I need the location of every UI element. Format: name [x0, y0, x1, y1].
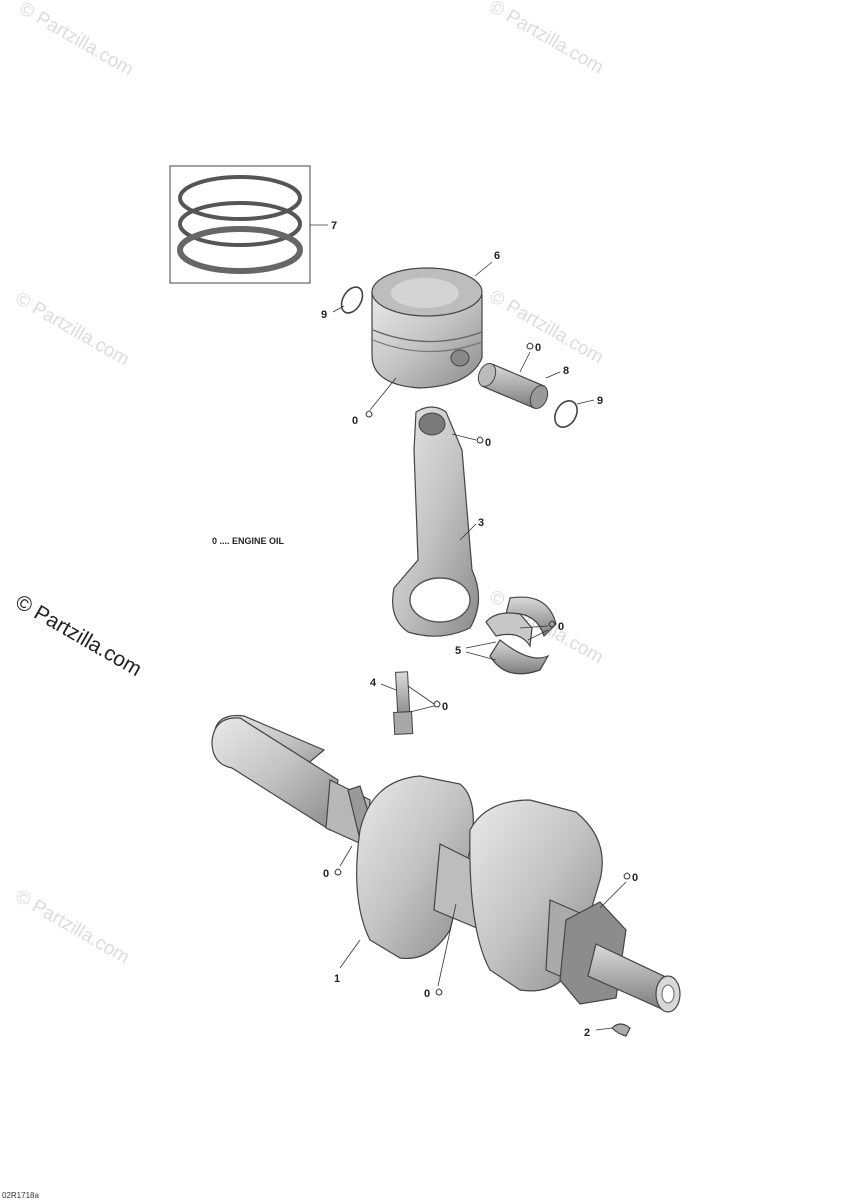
callout-3: 3	[478, 517, 484, 529]
oil-mark-crank-journal-left: 0	[323, 845, 353, 880]
oil-mark-label: 0	[424, 988, 430, 1000]
piston-ring-middle	[178, 201, 302, 247]
piston-pin: 8	[477, 362, 569, 410]
oil-mark-piston-skirt: 0	[352, 377, 397, 427]
watermark-text: © Partzilla.com	[486, 286, 607, 368]
oil-mark-label: 0	[558, 621, 564, 633]
callout-9-left: 9	[321, 309, 327, 321]
piston-ring-set: 7	[169, 165, 337, 284]
oil-mark-crank-journal-right: 0	[599, 872, 638, 909]
piston: 6	[371, 250, 500, 389]
piston-ring-oil	[177, 226, 303, 274]
oil-mark-piston-pin: 0	[519, 342, 541, 373]
oil-mark-bearings: 0	[519, 620, 564, 641]
oil-mark-bolt: 0	[407, 685, 448, 713]
oil-drop-icon	[365, 410, 373, 418]
watermark-text: © Partzilla.com	[486, 0, 607, 78]
piston-ring-top	[178, 175, 302, 221]
callout-7: 7	[331, 220, 337, 232]
callout-9-right: 9	[597, 395, 603, 407]
watermark-text: © Partzilla.com	[12, 886, 133, 968]
callout-4: 4	[370, 677, 377, 689]
legend-engine-oil: 0 .... ENGINE OIL	[212, 536, 285, 546]
oil-mark-label: 0	[535, 342, 541, 354]
oil-mark-rod-small-end: 0	[451, 433, 491, 449]
circlip-right: 9	[554, 395, 603, 428]
oil-drop-icon	[433, 700, 441, 708]
oil-drop-icon	[623, 872, 631, 880]
callout-1: 1	[334, 973, 340, 985]
callout-8: 8	[563, 365, 569, 377]
oil-mark-label: 0	[352, 415, 358, 427]
crankshaft: 1	[211, 714, 681, 1013]
oil-drop-icon	[476, 436, 484, 444]
watermark-text: © Partzilla.com	[16, 0, 137, 80]
oil-marks: 0 0 0 0 0 0	[323, 342, 638, 1000]
connecting-rod-bolt: 4	[370, 671, 414, 735]
oil-mark-label: 0	[632, 872, 638, 884]
watermark-text: © Partzilla.com	[12, 288, 133, 370]
callout-5: 5	[455, 645, 461, 657]
woodruff-key: 2	[584, 1023, 631, 1039]
diagram-reference: 02R1718a	[2, 1191, 39, 1200]
watermark-text-dark: © Partzilla.com	[12, 590, 146, 681]
connecting-rod: 3	[392, 406, 484, 637]
oil-drop-icon	[526, 342, 534, 350]
oil-mark-label: 0	[442, 701, 448, 713]
oil-drop-icon	[548, 620, 556, 628]
callout-6: 6	[494, 250, 500, 262]
oil-drop-icon	[334, 868, 342, 876]
oil-drop-icon	[435, 988, 443, 996]
circlip-left: 9	[321, 286, 364, 321]
oil-mark-label: 0	[323, 868, 329, 880]
oil-mark-crank-pin: 0	[424, 903, 457, 1000]
callout-2: 2	[584, 1027, 590, 1039]
oil-mark-label: 0	[485, 437, 491, 449]
